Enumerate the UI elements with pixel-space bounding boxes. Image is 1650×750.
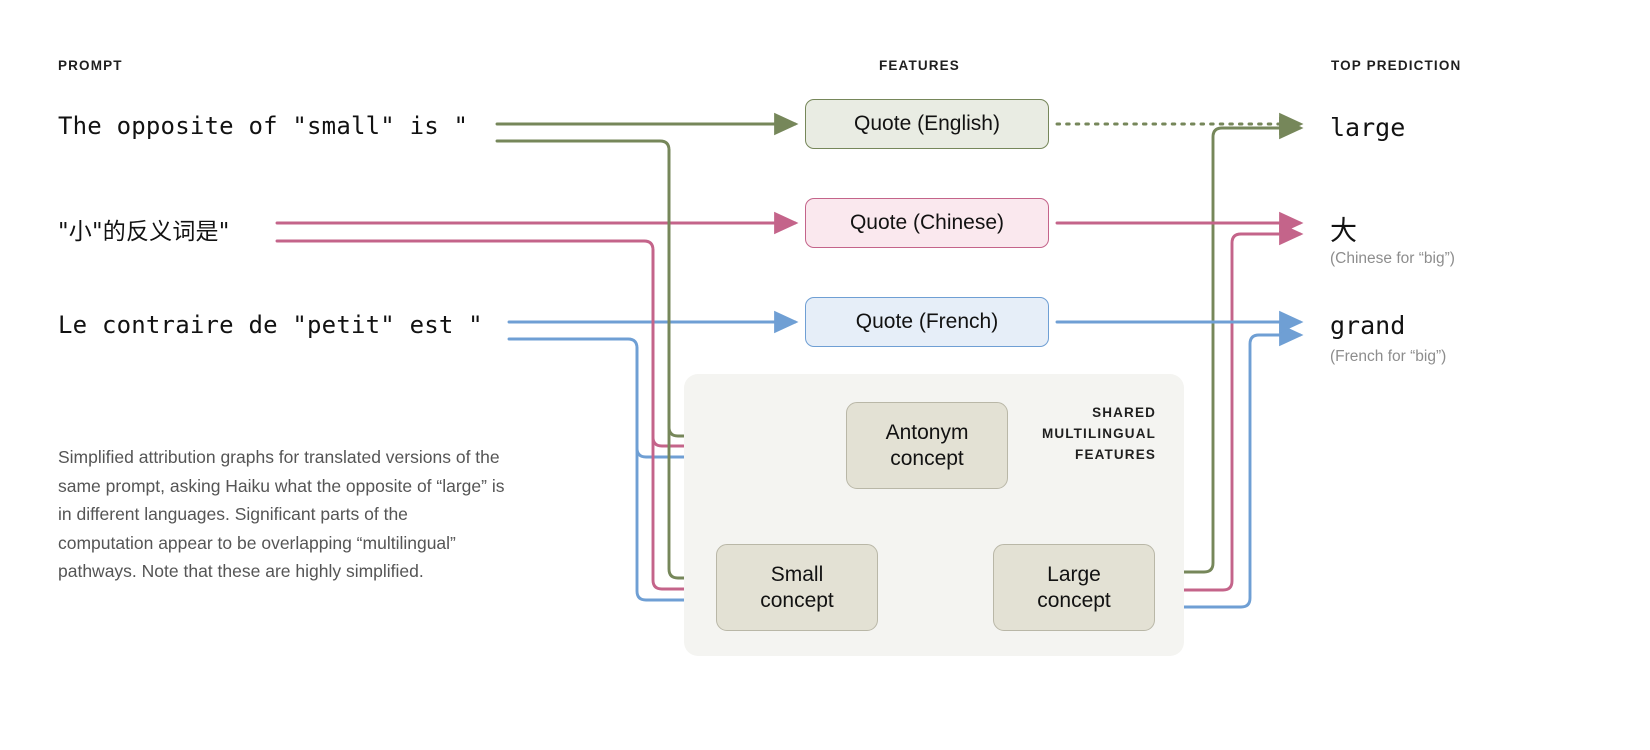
prompt-text-chinese: "小"的反义词是"	[58, 219, 230, 245]
shared-label-line2: MULTILINGUAL	[1041, 426, 1156, 441]
feature-box-quote-english[interactable]: Quote (English)	[805, 99, 1049, 149]
concept-large-line2: concept	[1037, 588, 1111, 612]
concept-large-line1: Large	[1047, 562, 1101, 586]
column-header-prediction: TOP PREDICTION	[1331, 58, 1462, 73]
column-header-features: FEATURES	[879, 58, 960, 73]
prompt-text-english: The opposite of "small" is "	[58, 112, 469, 140]
prompt-text-french: Le contraire de "petit" est "	[58, 311, 483, 339]
feature-box-quote-chinese[interactable]: Quote (Chinese)	[805, 198, 1049, 248]
concept-antonym-line1: Antonym	[885, 420, 969, 444]
concept-box-large[interactable]: Large concept	[993, 544, 1155, 631]
concept-small-line2: concept	[760, 588, 834, 612]
shared-features-label: SHARED MULTILINGUAL FEATURES	[944, 402, 1156, 465]
shared-label-line3: FEATURES	[1075, 447, 1156, 462]
prediction-sub-french: (French for “big”)	[1330, 348, 1447, 365]
prediction-text-chinese: 大	[1330, 216, 1357, 247]
prediction-sub-chinese: (Chinese for “big”)	[1330, 250, 1455, 267]
concept-box-antonym[interactable]: Antonym concept	[846, 402, 1008, 489]
concept-box-small[interactable]: Small concept	[716, 544, 878, 631]
feature-box-quote-french[interactable]: Quote (French)	[805, 297, 1049, 347]
prediction-text-english: large	[1330, 113, 1406, 142]
prediction-text-french: grand	[1330, 311, 1406, 340]
concept-small-line1: Small	[770, 562, 824, 586]
concept-antonym-line2: concept	[890, 446, 964, 470]
figure-caption: Simplified attribution graphs for transl…	[58, 447, 505, 582]
column-header-prompt: PROMPT	[58, 58, 123, 73]
shared-label-line1: SHARED	[1092, 405, 1156, 420]
